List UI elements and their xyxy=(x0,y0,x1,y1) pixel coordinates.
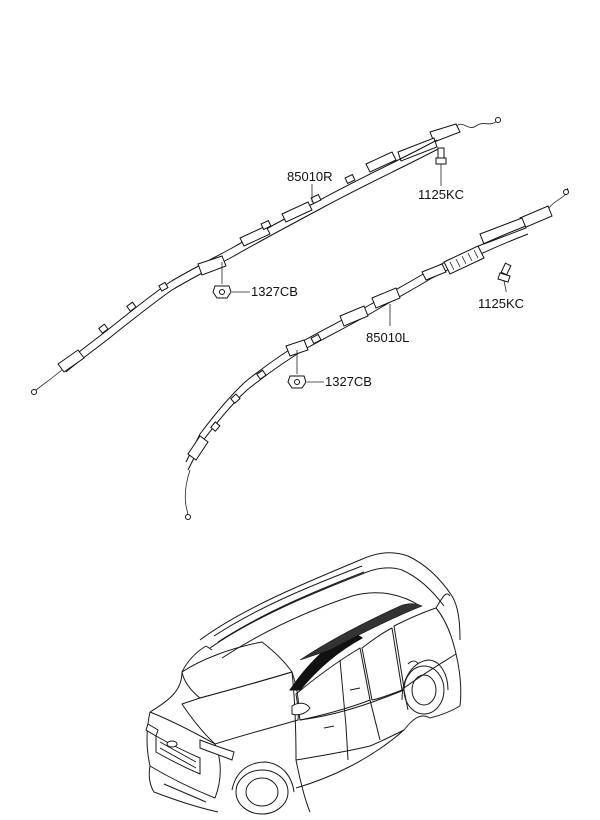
label-85010r: 85010R xyxy=(287,169,333,184)
clip-left[interactable] xyxy=(287,350,307,389)
vehicle-locator-illustration xyxy=(145,552,462,815)
clip-right[interactable] xyxy=(212,262,232,299)
bolt-right[interactable] xyxy=(435,147,447,172)
label-1327cb-right: 1327CB xyxy=(251,284,298,299)
curtain-airbag-left[interactable] xyxy=(184,187,569,520)
label-1125kc-left: 1125KC xyxy=(478,296,524,311)
curtain-airbag-right[interactable] xyxy=(31,117,501,395)
label-1327cb-left: 1327CB xyxy=(325,374,372,389)
label-1125kc-right: 1125KC xyxy=(418,187,464,202)
bolt-left[interactable] xyxy=(497,262,512,291)
label-85010l: 85010L xyxy=(366,330,409,345)
